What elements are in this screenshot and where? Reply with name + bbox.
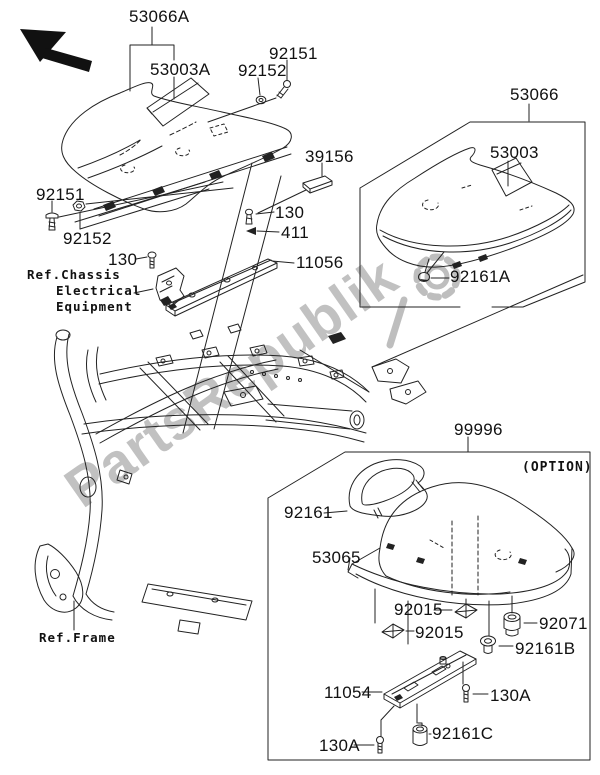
part-label-53066A: 53066A bbox=[129, 7, 190, 26]
part-label-53003: 53003 bbox=[490, 143, 539, 162]
part-label-92152-top: 92152 bbox=[238, 61, 287, 80]
pin-411 bbox=[246, 227, 280, 235]
part-label-11056: 11056 bbox=[296, 253, 344, 272]
part-label-92161A: 92161A bbox=[450, 267, 511, 286]
ref-chassis-note-line3: Equipment bbox=[56, 299, 133, 314]
part-label-92151-top: 92151 bbox=[269, 44, 318, 63]
bolt-130-mid bbox=[245, 208, 275, 225]
plate-11056 bbox=[165, 258, 295, 317]
part-label-99996: 99996 bbox=[454, 420, 503, 439]
part-label-53065: 53065 bbox=[312, 548, 361, 567]
washer-92152-top bbox=[255, 77, 267, 105]
part-label-92071: 92071 bbox=[539, 614, 588, 633]
part-label-92015-lower: 92015 bbox=[415, 623, 464, 642]
bracket-electrical bbox=[133, 267, 185, 307]
bolt-130-left bbox=[135, 251, 157, 269]
option-box bbox=[267, 436, 591, 761]
part-label-39156: 39156 bbox=[305, 147, 354, 166]
option-tag: (OPTION) bbox=[522, 460, 593, 475]
part-label-130A-left: 130A bbox=[319, 736, 360, 755]
plate-39156 bbox=[257, 162, 333, 214]
part-label-411: 411 bbox=[281, 223, 310, 242]
part-label-92161C: 92161C bbox=[432, 724, 494, 743]
part-label-92152-left: 92152 bbox=[63, 229, 112, 248]
screw-92151-left bbox=[45, 181, 224, 231]
part-label-130-left: 130 bbox=[108, 250, 138, 269]
nut-92152-left bbox=[72, 187, 234, 230]
rear-seat-box bbox=[359, 103, 586, 368]
ref-frame-note: Ref.Frame bbox=[39, 630, 116, 645]
gear-icon bbox=[386, 253, 461, 349]
ref-chassis-note-line2: Electrical bbox=[56, 283, 142, 298]
part-label-92161: 92161 bbox=[284, 503, 333, 522]
part-label-11054: 11054 bbox=[324, 683, 372, 702]
part-label-92151-left: 92151 bbox=[36, 185, 85, 204]
part-label-53066: 53066 bbox=[510, 85, 559, 104]
callout-lines-53066a bbox=[129, 26, 175, 100]
frame-drawing bbox=[34, 323, 427, 635]
part-label-130A-right: 130A bbox=[490, 686, 531, 705]
front-seat-drawing bbox=[61, 77, 292, 434]
ref-chassis-note-line1: Ref.Chassis bbox=[27, 267, 121, 282]
part-label-92015-upper: 92015 bbox=[394, 600, 443, 619]
bolt-92151-top bbox=[207, 59, 291, 123]
part-label-53003A: 53003A bbox=[150, 60, 211, 79]
part-label-92161B: 92161B bbox=[515, 639, 576, 658]
part-label-130-mid: 130 bbox=[275, 203, 305, 222]
direction-arrow-icon bbox=[20, 29, 92, 72]
